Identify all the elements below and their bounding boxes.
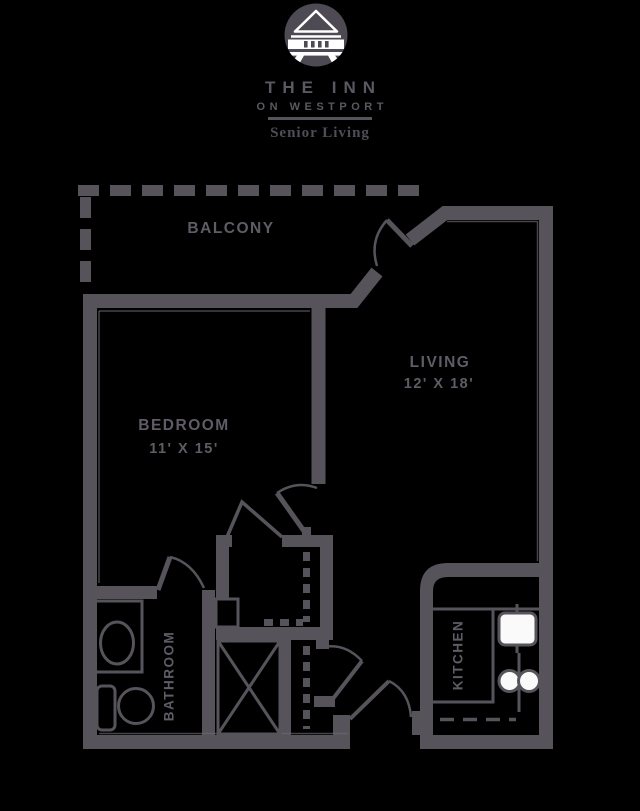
balcony-door: [373, 218, 414, 267]
balcony-label: BALCONY: [187, 220, 275, 237]
bedroom-door: [274, 483, 318, 533]
bathroom-vanity-sink: [92, 599, 144, 674]
gazebo-pavilion-icon: [284, 3, 348, 67]
bathroom-label: BATHROOM: [161, 630, 177, 722]
brand-tagline: Senior Living: [270, 125, 370, 141]
living-label: LIVING: [409, 354, 471, 371]
bedroom-label: BEDROOM: [138, 417, 230, 434]
entry-door: [348, 679, 413, 721]
utility-closet-x: [216, 639, 282, 736]
bathroom-door: [155, 555, 206, 591]
kitchen-label: KITCHEN: [450, 619, 466, 691]
interior-walls: [97, 308, 553, 735]
laundry-closet-door: [323, 645, 364, 702]
exterior-walls: [83, 206, 553, 749]
toilet: [95, 684, 155, 732]
living-dimensions: 12' X 18': [403, 376, 475, 392]
brand-name-line1: THE INN: [265, 78, 382, 97]
brand-name-line2: ON WESTPORT: [256, 101, 388, 113]
closet-rod-dashes: [264, 552, 310, 729]
kitchen-counter: [425, 607, 539, 722]
stove-icon: [497, 604, 538, 653]
balcony-dashed-railing: [78, 185, 419, 292]
kitchen-wall: [420, 563, 553, 735]
closet-bifold-door: [225, 499, 284, 539]
bedroom-dimensions: 11' X 15': [149, 441, 219, 457]
brand-divider: [268, 117, 372, 120]
kitchen-sink-icon: [497, 669, 541, 693]
wall-junction-box: [214, 597, 240, 629]
